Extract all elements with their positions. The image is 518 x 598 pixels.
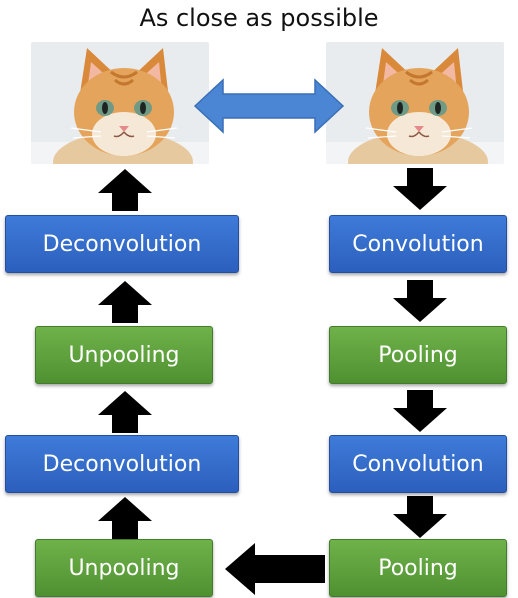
arrow-down-icon (393, 280, 447, 322)
encoder-convolution-2: Convolution (329, 435, 507, 493)
output-kitten-image (31, 42, 209, 164)
input-kitten-image (326, 42, 504, 164)
decoder-unpooling-2: Unpooling (35, 326, 213, 384)
arrow-down-icon (393, 390, 447, 432)
diagram-title: As close as possible (139, 4, 379, 32)
decoder-deconvolution-1: Deconvolution (5, 435, 239, 493)
encoder-convolution-1: Convolution (329, 215, 507, 273)
encoder-pooling-2: Pooling (329, 539, 507, 597)
arrow-down-icon (393, 168, 447, 210)
decoder-unpooling-1: Unpooling (35, 539, 213, 597)
arrow-left-icon (225, 543, 325, 595)
arrow-up-icon (98, 169, 152, 211)
encoder-pooling-1: Pooling (329, 326, 507, 384)
arrow-down-icon (393, 496, 447, 538)
arrow-up-icon (98, 497, 152, 539)
arrow-up-icon (98, 281, 152, 323)
arrow-up-icon (98, 391, 152, 433)
decoder-deconvolution-2: Deconvolution (5, 215, 239, 273)
double-headed-arrow-icon (193, 78, 345, 134)
